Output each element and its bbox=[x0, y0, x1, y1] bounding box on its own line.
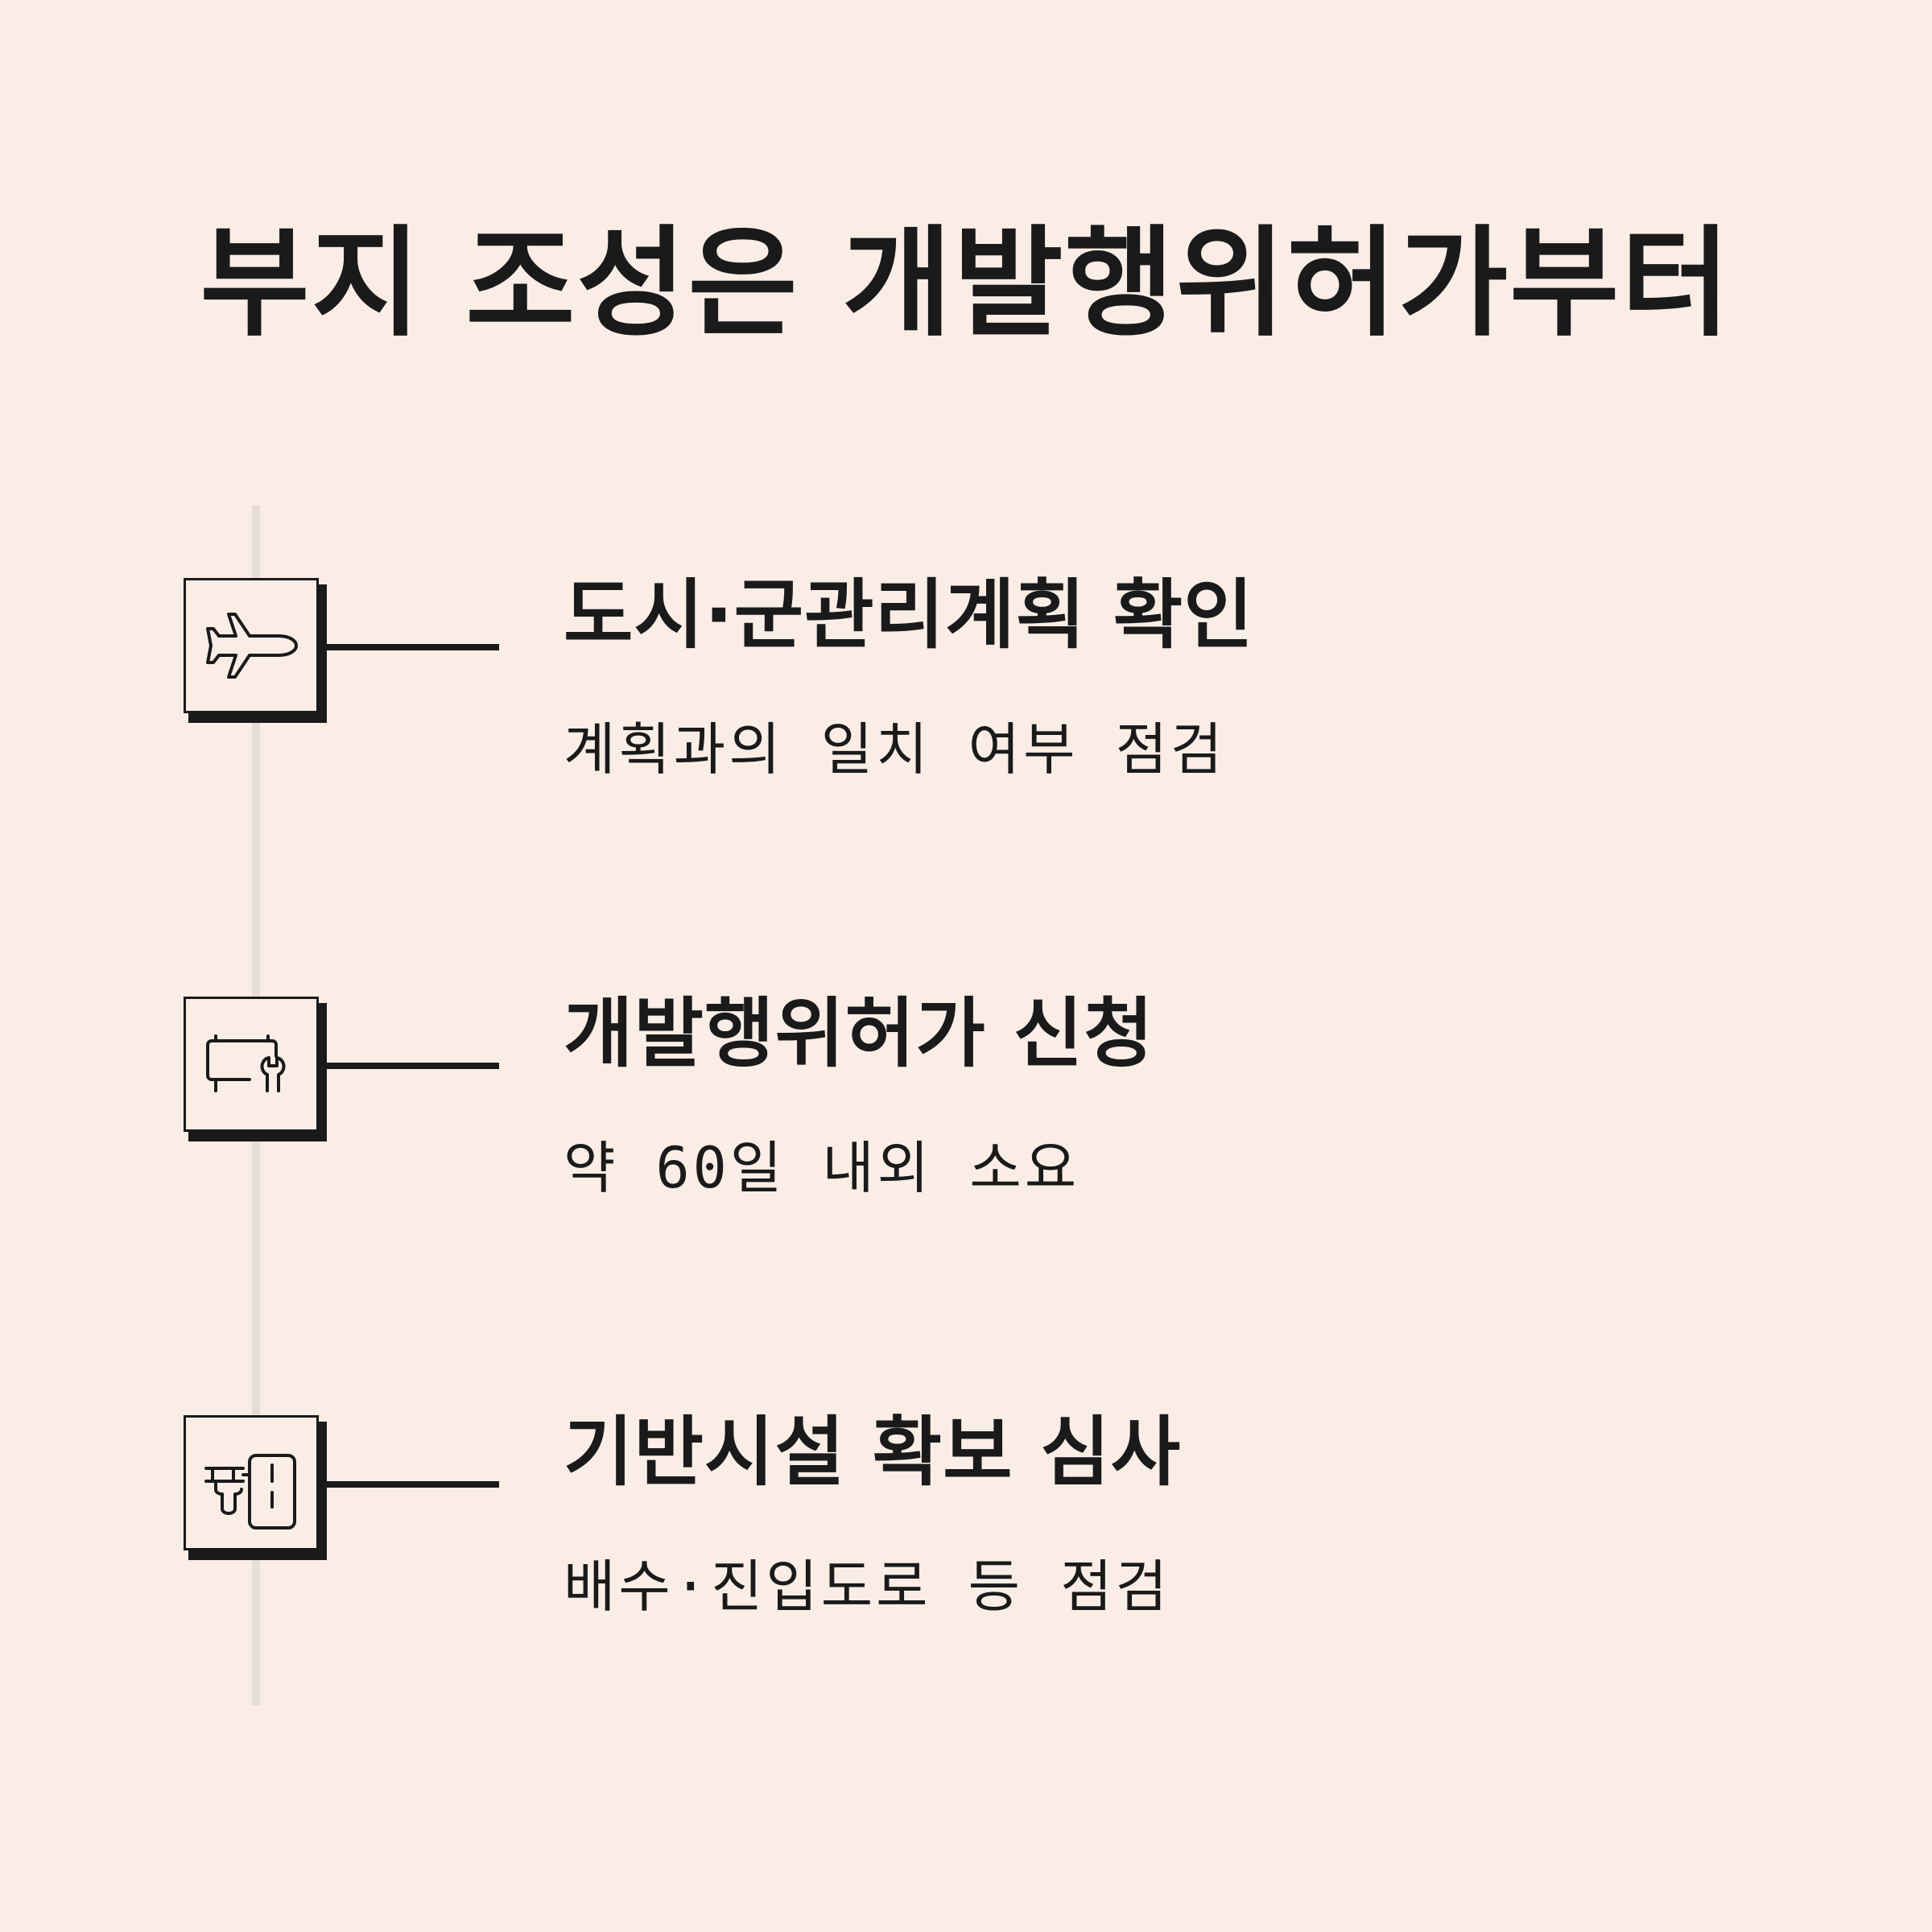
billboard-wrench-icon bbox=[206, 1034, 286, 1092]
airplane-icon bbox=[206, 613, 298, 679]
icon-box bbox=[184, 578, 319, 713]
step-title: 기반시설 확보 심사 bbox=[564, 1409, 1182, 1496]
step-title: 도시·군관리계획 확인 bbox=[564, 572, 1254, 659]
page-title: 부지 조성은 개발행위허가부터 bbox=[200, 214, 1732, 353]
step-description: 배수·진입도로 등 점검 bbox=[564, 1554, 1171, 1620]
step-title: 개발행위허가 신청 bbox=[564, 990, 1154, 1078]
step-item-3: 기반시설 확보 심사 배수·진입도로 등 점검 bbox=[0, 1415, 1932, 1657]
step-item-2: 개발행위허가 신청 약 60일 내외 소요 bbox=[0, 997, 1932, 1238]
step-description: 계획과의 일치 여부 점검 bbox=[564, 716, 1226, 782]
connector-line bbox=[327, 644, 499, 650]
step-item-1: 도시·군관리계획 확인 계획과의 일치 여부 점검 bbox=[0, 578, 1932, 819]
connector-line bbox=[327, 1481, 499, 1488]
icon-box bbox=[184, 997, 319, 1132]
step-description: 약 60일 내외 소요 bbox=[564, 1135, 1080, 1201]
icon-box bbox=[184, 1415, 319, 1550]
pipe-tank-icon bbox=[204, 1454, 296, 1530]
connector-line bbox=[327, 1063, 499, 1069]
